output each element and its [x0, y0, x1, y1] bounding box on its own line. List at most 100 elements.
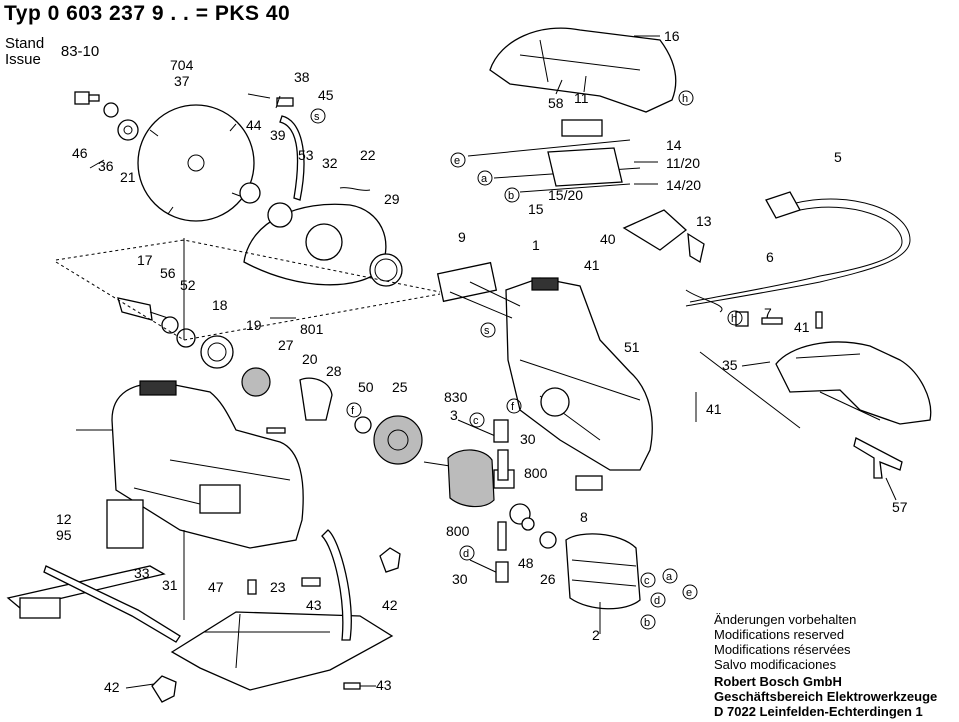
baseplate — [6, 529, 401, 703]
letter-marker: h — [682, 93, 688, 105]
callout: 43 — [376, 677, 392, 693]
callout: 41 — [794, 319, 810, 335]
letter-marker: h — [731, 313, 737, 325]
callout-labels: 16 58 11 38 45 704 37 44 39 46 36 53 32 … — [56, 28, 908, 695]
motor-housing-left — [106, 380, 304, 549]
callout: 51 — [624, 339, 640, 355]
handle-housing-top — [489, 27, 677, 137]
callout: 15/20 — [548, 187, 583, 203]
issue-label: Issue — [5, 51, 41, 68]
handle-housing-right — [735, 311, 932, 479]
blade-bolt — [74, 91, 139, 141]
callout: 800 — [524, 465, 548, 481]
note-de: Änderungen vorbehalten — [714, 612, 857, 627]
revision-info: Stand Issue 83-10 — [5, 36, 99, 68]
callout: 32 — [322, 155, 338, 171]
callout: 52 — [180, 277, 196, 293]
callout: 8 — [580, 509, 588, 525]
callout: 58 — [548, 95, 564, 111]
letter-marker: e — [454, 155, 460, 167]
letter-marker: f — [351, 405, 355, 417]
stand-value: 83-10 — [60, 43, 100, 60]
callout: 30 — [520, 431, 536, 447]
note-es: Salvo modificaciones — [714, 657, 837, 672]
callout: 43 — [306, 597, 322, 613]
callout: 21 — [120, 169, 136, 185]
callout: 18 — [212, 297, 228, 313]
callout: 40 — [600, 231, 616, 247]
power-cord — [685, 191, 911, 313]
company-division: Geschäftsbereich Elektrowerkzeuge — [714, 689, 938, 704]
callout: 2 — [592, 627, 600, 643]
callout: 16 — [664, 28, 680, 44]
callout: 46 — [72, 145, 88, 161]
letter-marker: b — [644, 617, 650, 629]
letter-marker: a — [666, 571, 673, 583]
callout: 1 — [532, 237, 540, 253]
page-title: Typ 0 603 237 9 . . = PKS 40 — [4, 2, 291, 25]
callout: 14/20 — [666, 177, 701, 193]
modification-notes: Änderungen vorbehalten Modifications res… — [714, 612, 856, 672]
callout: 15 — [528, 201, 544, 217]
motor-housing-centre — [436, 261, 653, 471]
letter-marker: c — [644, 575, 650, 587]
callout: 11/20 — [666, 155, 700, 171]
brush-holders — [457, 419, 509, 583]
callout: 48 — [518, 555, 534, 571]
stator — [565, 475, 641, 610]
letter-marker: a — [481, 173, 488, 185]
riving-knife — [247, 93, 305, 201]
callout: 33 — [134, 565, 150, 581]
callout: 17 — [137, 252, 153, 268]
letter-marker: s — [484, 325, 490, 337]
note-en: Modifications reserved — [714, 627, 845, 642]
callout: 20 — [302, 351, 318, 367]
callout: 44 — [246, 117, 262, 133]
callout: 39 — [270, 127, 286, 143]
callout: 41 — [584, 257, 600, 273]
callout: 3 — [450, 407, 458, 423]
callout: 30 — [452, 571, 468, 587]
callout: 7 — [764, 305, 772, 321]
callout: 830 — [444, 389, 468, 405]
callout: 95 — [56, 527, 72, 543]
callout: 12 — [56, 511, 72, 527]
callout: 45 — [318, 87, 334, 103]
leader-lines — [76, 35, 897, 689]
callout: 37 — [174, 73, 190, 89]
callout: 25 — [392, 379, 408, 395]
note-fr: Modifications réservées — [714, 642, 851, 657]
callout: 42 — [104, 679, 120, 695]
letter-marker: f — [511, 401, 515, 413]
letter-marker: d — [463, 548, 469, 560]
letter-marker: d — [654, 595, 660, 607]
callout: 57 — [892, 499, 908, 515]
switch-assembly — [467, 139, 705, 264]
callout: 36 — [98, 158, 114, 174]
letter-marker: e — [686, 587, 692, 599]
callout: 41 — [706, 401, 722, 417]
callout: 801 — [300, 321, 324, 337]
company-name: Robert Bosch GmbH — [714, 674, 842, 689]
callout: 22 — [360, 147, 376, 163]
stand-label: Stand — [5, 35, 45, 52]
letter-marker: c — [473, 415, 479, 427]
callout: 35 — [722, 357, 738, 373]
callout: 47 — [208, 579, 224, 595]
callout: 29 — [384, 191, 400, 207]
armature — [423, 449, 557, 551]
callout: 27 — [278, 337, 294, 353]
assembly-lines — [55, 238, 801, 620]
callout: 42 — [382, 597, 398, 613]
callout: 23 — [270, 579, 286, 595]
callout: 9 — [458, 229, 466, 245]
callout: 11 — [574, 90, 589, 106]
callout: 800 — [446, 523, 470, 539]
callout: 56 — [160, 265, 176, 281]
letter-marker: s — [314, 111, 320, 123]
saw-blade — [137, 104, 255, 222]
callout: 50 — [358, 379, 374, 395]
callout: 6 — [766, 249, 774, 265]
callout: 5 — [834, 149, 842, 165]
